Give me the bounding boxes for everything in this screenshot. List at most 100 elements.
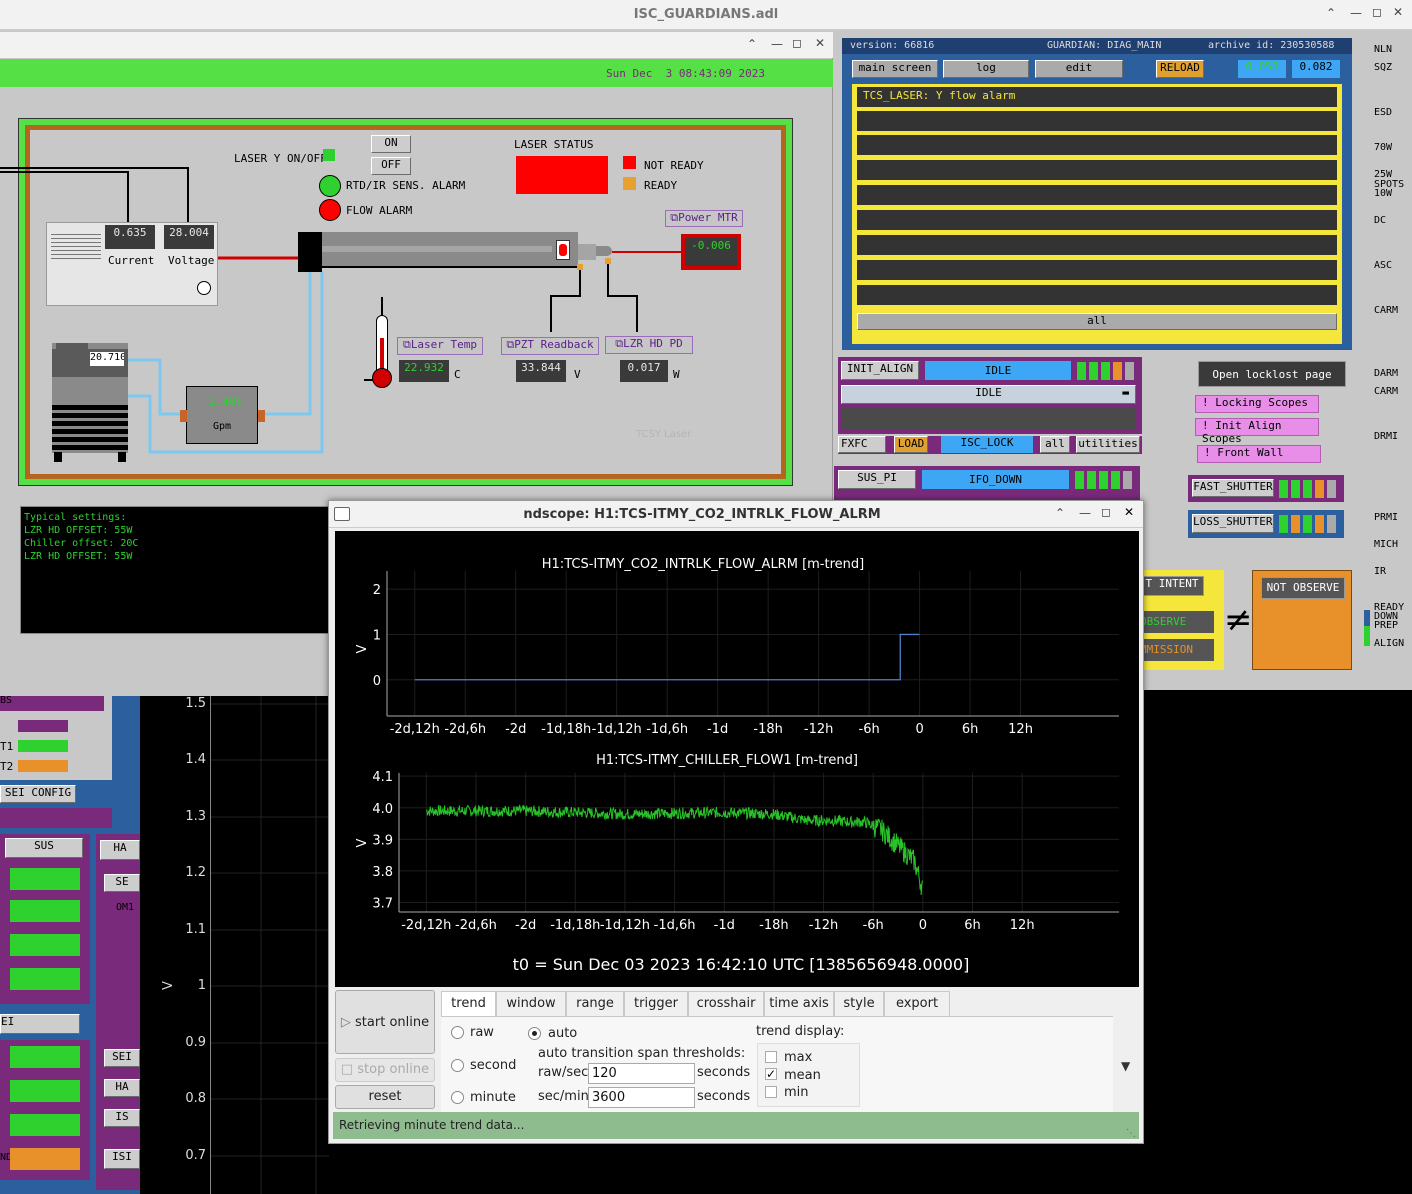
minute-label: minute [470, 1090, 516, 1105]
left-button-ha[interactable]: HA [100, 840, 140, 860]
left-medm-screen: BS T1 T2 SEI CONFIG SUS EI ND HA SE OM1 … [0, 690, 140, 1194]
tab-time-axis[interactable]: time axis [764, 991, 834, 1017]
sus-button[interactable]: SUS [5, 838, 83, 858]
load-button[interactable]: LOAD [894, 436, 928, 453]
laser-off-button[interactable]: OFF [371, 157, 411, 175]
min-checkbox[interactable] [765, 1086, 777, 1098]
left-button-se[interactable]: SE [104, 874, 140, 892]
close-icon[interactable]: ✕ [815, 36, 826, 50]
collapse-arrow-icon[interactable]: ▼ [1121, 1059, 1131, 1073]
state-prep: PREP [1374, 620, 1399, 631]
locking-scopes-button[interactable]: ! Locking Scopes [1195, 395, 1319, 413]
plot-area[interactable]: H1:TCS-ITMY_CO2_INTRLK_FLOW_ALRM [m-tren… [335, 531, 1139, 987]
stop-online-button[interactable]: □ stop online [335, 1058, 435, 1082]
ready-swatch [623, 177, 636, 190]
left-button-isi[interactable]: ISI [104, 1149, 140, 1169]
laser-on-button[interactable]: ON [371, 135, 411, 153]
tab-window[interactable]: window [496, 991, 566, 1017]
x-tick-label: 0 [919, 918, 927, 933]
max-checkbox[interactable] [765, 1051, 777, 1063]
background-tick: 0.7 [185, 1148, 206, 1163]
restore-icon[interactable]: — [1350, 6, 1362, 20]
tab-trigger[interactable]: trigger [624, 991, 688, 1017]
left-button-sei-2[interactable]: SEI [104, 1049, 140, 1067]
fast-shutter-button[interactable]: FAST_SHUTTER [1192, 479, 1274, 497]
minimize-icon[interactable]: ⌃ [747, 37, 758, 51]
tab-export[interactable]: export [884, 991, 950, 1017]
loss-shutter-button[interactable]: LOSS_SHUTTER_C [1192, 514, 1274, 533]
maximize-icon[interactable]: ◻ [1372, 5, 1382, 19]
state-carm-2: CARM [1374, 386, 1399, 397]
minute-radio[interactable] [451, 1091, 464, 1104]
left-button-ha-2[interactable]: HA [104, 1079, 140, 1097]
tab-trend[interactable]: trend [441, 991, 496, 1017]
plot2[interactable]: -2d,12h-2d,6h-2d-1d,18h-1d,12h-1d,6h-1d-… [372, 770, 1119, 933]
raw-radio[interactable] [451, 1026, 464, 1039]
sec-min-input[interactable]: 3600 [588, 1087, 695, 1108]
laser-temp-button[interactable]: ⧉Laser Temp [397, 337, 483, 355]
sus-pi-button[interactable]: SUS_PI [838, 470, 916, 489]
all-button[interactable]: all [1040, 436, 1070, 453]
close-icon[interactable]: ✕ [1124, 505, 1135, 519]
edit-button[interactable]: edit [1035, 60, 1123, 78]
tab-crosshair[interactable]: crosshair [688, 991, 764, 1017]
start-online-button[interactable]: ▷ start online [335, 990, 435, 1054]
all-messages-button[interactable]: all [857, 313, 1337, 330]
lzr-pd-button[interactable]: ⧉LZR HD PD [605, 336, 693, 354]
utilities-button[interactable]: utilities [1076, 436, 1140, 453]
raw-sec-input[interactable]: 120 [588, 1063, 695, 1084]
minimize-icon[interactable]: ⌃ [1055, 506, 1066, 520]
plot1[interactable]: -2d,12h-2d,6h-2d-1d,18h-1d,12h-1d,6h-1d-… [373, 571, 1119, 737]
status-stripe [1291, 480, 1300, 498]
x-tick-label: -12h [809, 918, 838, 933]
commission-button[interactable]: MMISSION [1140, 639, 1214, 661]
not-equal-icon: ≠ [1224, 600, 1253, 640]
auto-radio[interactable] [528, 1027, 541, 1040]
guardians-titlebar[interactable]: ISC_GUARDIANS.adl ⌃ — ◻ ✕ [0, 0, 1412, 30]
left-stripe-row [10, 900, 80, 922]
y-tick-label: 1 [373, 628, 381, 643]
reset-button[interactable]: reset [335, 1085, 435, 1109]
init-align-scopes-button[interactable]: ! Init Align Scopes [1195, 418, 1319, 445]
background-tick: 1.2 [185, 865, 206, 880]
status-stripe [1279, 515, 1288, 533]
not-observe-button[interactable]: NOT OBSERVE [1261, 577, 1345, 599]
left-panel-group [0, 808, 112, 828]
state-ladder-fill [1364, 626, 1370, 646]
play-icon: ▷ [340, 1015, 351, 1030]
flow-fitting [258, 410, 265, 422]
power-mtr-button[interactable]: ⧉Power MTR [665, 210, 743, 227]
close-icon[interactable]: ✕ [1393, 5, 1404, 19]
laser-tube-indicator [556, 240, 570, 260]
restore-icon[interactable]: — [771, 37, 783, 51]
reload-button[interactable]: RELOAD [1156, 60, 1204, 78]
observe-button[interactable]: OBSERVE [1140, 611, 1214, 633]
pzt-readback-button[interactable]: ⧉PZT Readback [501, 337, 599, 355]
sei-config-button[interactable]: SEI CONFIG [0, 785, 76, 803]
maximize-icon[interactable]: ◻ [1101, 505, 1111, 519]
flow-unit: Gpm [213, 421, 232, 432]
second-radio[interactable] [451, 1059, 464, 1072]
sei-button[interactable]: EI [0, 1014, 80, 1034]
mean-checkbox[interactable]: ✓ [765, 1068, 777, 1080]
minimize-icon[interactable]: ⌃ [1326, 6, 1337, 20]
init-align-request-menu[interactable]: IDLE ▬ [841, 385, 1136, 404]
maximize-icon[interactable]: ◻ [792, 36, 802, 50]
tab-style[interactable]: style [834, 991, 884, 1017]
main-screen-button[interactable]: main screen [852, 60, 938, 78]
fxfc-button[interactable]: FXFC [838, 436, 886, 453]
log-button[interactable]: log [943, 60, 1029, 78]
left-button-is[interactable]: IS [104, 1109, 140, 1127]
front-wall-button[interactable]: ! Front Wall [1197, 445, 1321, 463]
open-locklost-button[interactable]: Open locklost page [1198, 361, 1346, 387]
tab-range[interactable]: range [566, 991, 624, 1017]
init-align-button[interactable]: INIT_ALIGN [841, 361, 919, 380]
ndscope-titlebar[interactable]: ndscope: H1:TCS-ITMY_CO2_INTRLK_FLOW_ALR… [329, 501, 1143, 528]
resize-grip-icon[interactable]: ⋱ [1126, 1128, 1136, 1139]
status-stripe [1315, 515, 1324, 533]
x-tick-label: 6h [964, 918, 981, 933]
left-panel-group: BS T1 T2 [0, 690, 112, 780]
intent-button[interactable]: T INTENT [1140, 576, 1204, 596]
tcs-titlebar[interactable]: ⌃ — ◻ ✕ [0, 32, 833, 58]
restore-icon[interactable]: — [1079, 506, 1091, 520]
